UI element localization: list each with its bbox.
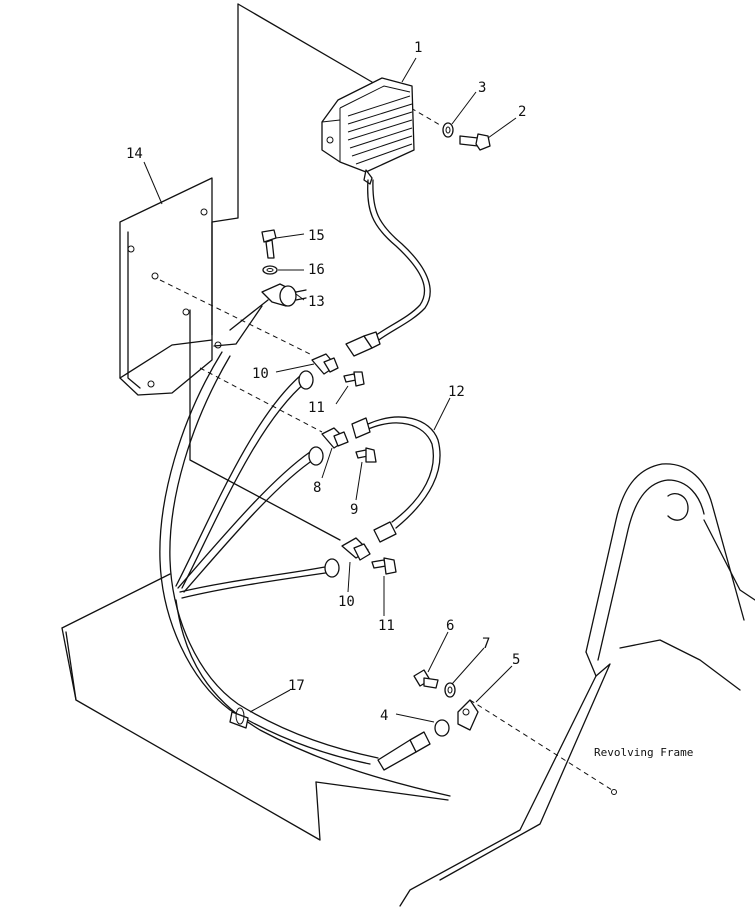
bolt-6 xyxy=(413,669,439,689)
base-frame xyxy=(61,573,449,841)
callout-7: 7 xyxy=(482,636,490,652)
callout-4: 4 xyxy=(380,708,388,724)
bolt-2 xyxy=(459,133,491,151)
screw-11-upper xyxy=(343,371,365,387)
revolving-frame xyxy=(399,463,755,907)
callout-2: 2 xyxy=(518,104,526,120)
screw-11-lower xyxy=(371,557,397,575)
callout-3: 3 xyxy=(478,80,486,96)
callout-1: 1 xyxy=(414,40,422,56)
regulator-unit xyxy=(321,77,415,185)
clip-10-upper xyxy=(311,353,339,375)
washer-16 xyxy=(262,265,278,275)
screw-9 xyxy=(355,447,377,463)
revolving-frame-label: Revolving Frame xyxy=(594,746,693,759)
callout-10-upper: 10 xyxy=(252,366,269,382)
callout-11-lower: 11 xyxy=(378,618,395,634)
background-panel xyxy=(211,3,373,336)
clip-10-lower xyxy=(341,537,371,561)
callout-9: 9 xyxy=(350,502,358,518)
bracket-5 xyxy=(457,699,479,731)
washer-7 xyxy=(444,682,456,698)
callout-15: 15 xyxy=(308,228,325,244)
regulator-cable xyxy=(345,179,431,357)
connector-low xyxy=(324,558,340,578)
frame-hole xyxy=(611,789,617,795)
callout-17: 17 xyxy=(288,678,305,694)
lower-connector xyxy=(377,731,431,771)
callouts: 1 2 3 4 5 6 7 8 9 10 10 11 11 12 13 14 1… xyxy=(126,40,693,759)
callout-11-upper: 11 xyxy=(308,400,325,416)
tube-17 xyxy=(229,707,249,729)
callout-10-lower: 10 xyxy=(338,594,355,610)
connector-mid xyxy=(308,446,324,466)
callout-16: 16 xyxy=(308,262,325,278)
cable-12 xyxy=(351,416,441,543)
cap-4 xyxy=(434,719,450,737)
callout-12: 12 xyxy=(448,384,465,400)
connector-top xyxy=(298,370,314,390)
assembly-lines xyxy=(159,89,613,791)
washer-3 xyxy=(442,122,454,138)
mounting-bracket xyxy=(119,177,222,396)
leader-lines xyxy=(143,57,517,723)
callout-5: 5 xyxy=(512,652,520,668)
callout-13: 13 xyxy=(308,294,325,310)
wire-harness xyxy=(159,351,451,797)
callout-6: 6 xyxy=(446,618,454,634)
clamp-13 xyxy=(213,283,307,347)
callout-14: 14 xyxy=(126,146,143,162)
callout-8: 8 xyxy=(313,480,321,496)
clip-8 xyxy=(321,427,349,449)
bolt-15 xyxy=(261,229,277,259)
